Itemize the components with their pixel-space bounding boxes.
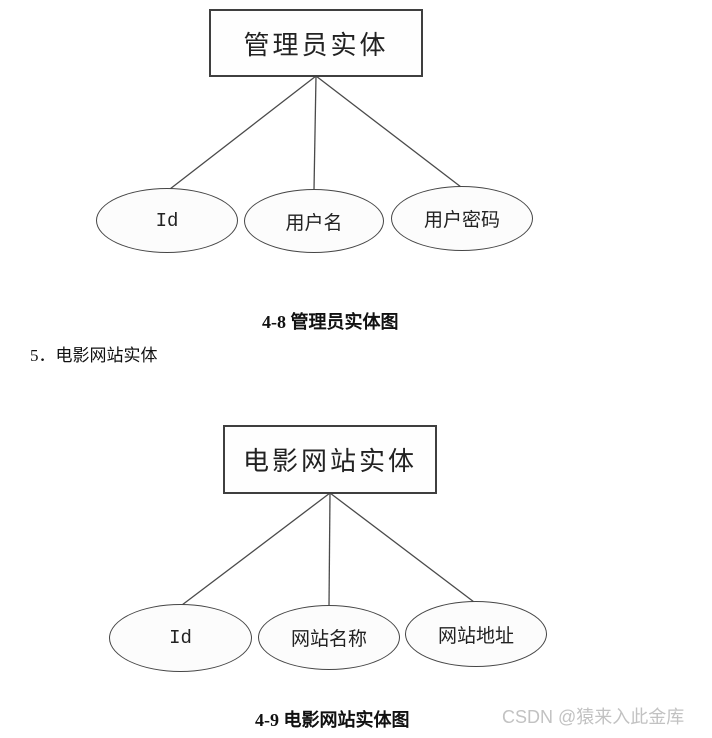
entity-label-admin: 管理员实体	[243, 30, 389, 60]
attribute-label-site-id: Id	[169, 627, 192, 649]
connector-site-id	[181, 492, 331, 606]
attribute-label-site-address: 网站地址	[437, 625, 514, 648]
attribute-ellipse-site-id: Id	[109, 604, 252, 672]
attribute-label-admin-password: 用户密码	[423, 210, 500, 232]
connector-admin-id	[169, 75, 317, 190]
figure-caption-site: 4-9 电影网站实体图	[255, 710, 410, 730]
entity-label-site: 电影网站实体	[242, 447, 417, 476]
attribute-ellipse-admin-id: Id	[96, 188, 238, 253]
entity-box-site: 电影网站实体	[223, 425, 437, 494]
attribute-label-admin-id: Id	[155, 209, 179, 232]
connector-admin-username	[313, 75, 317, 191]
attribute-label-site-name: 网站名称	[290, 629, 367, 651]
connector-site-name	[328, 492, 331, 607]
attribute-ellipse-admin-username: 用户名	[244, 189, 384, 253]
csdn-watermark: CSDN @猿来入此金库	[502, 707, 685, 727]
connector-admin-password	[315, 75, 462, 188]
attribute-label-admin-username: 用户名	[285, 212, 343, 235]
connector-site-address	[329, 492, 475, 603]
section-heading: 5．电影网站实体	[30, 346, 158, 365]
entity-box-admin: 管理员实体	[209, 9, 423, 77]
attribute-ellipse-admin-password: 用户密码	[391, 186, 533, 251]
figure-caption-admin: 4-8 管理员实体图	[262, 312, 399, 332]
attribute-ellipse-site-name: 网站名称	[258, 605, 400, 670]
attribute-ellipse-site-address: 网站地址	[405, 601, 547, 667]
